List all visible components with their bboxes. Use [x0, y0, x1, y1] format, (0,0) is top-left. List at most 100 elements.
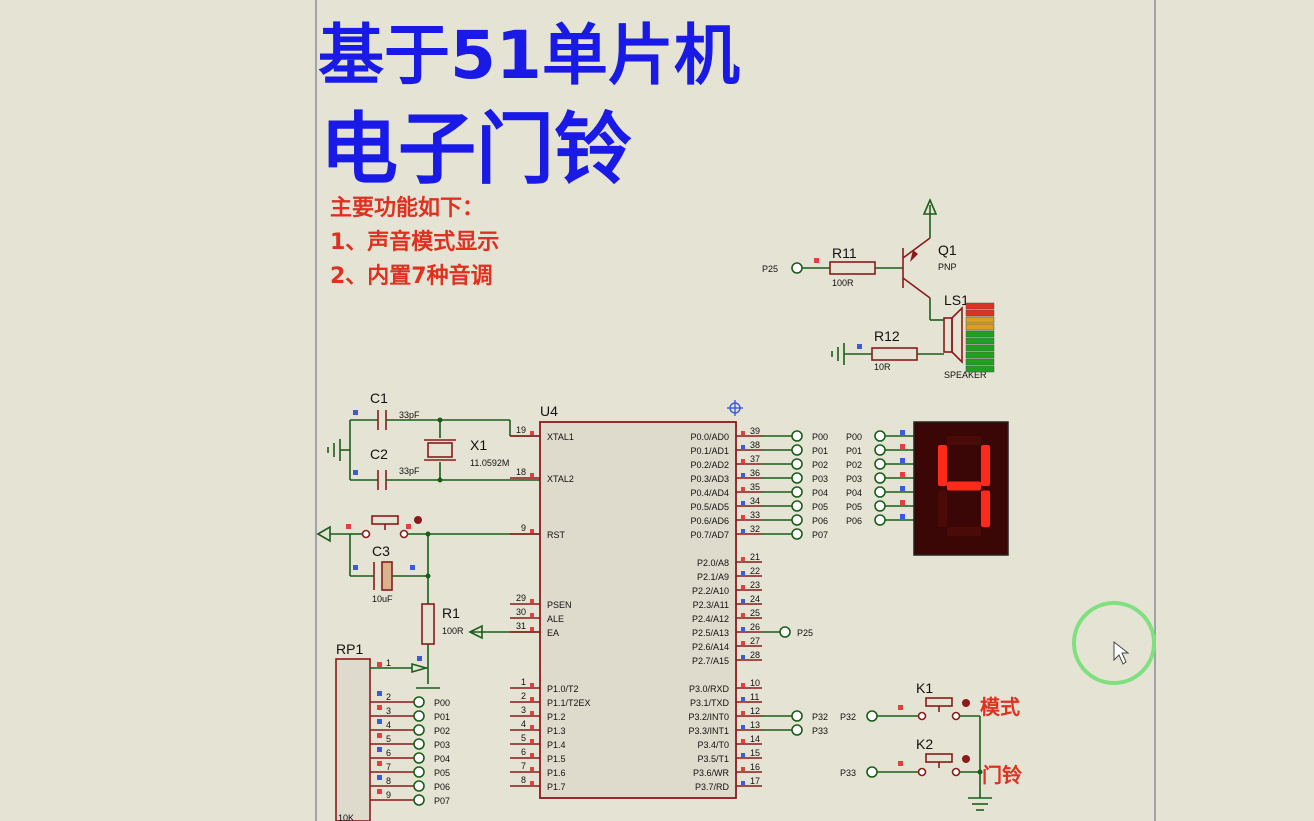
resistor-r12[interactable]: R12 10R — [871, 328, 918, 372]
p0-terminal[interactable]: P01 — [762, 444, 828, 456]
crystal-x1[interactable]: X1 11.0592M — [424, 437, 509, 468]
p0-terminal[interactable]: P07 — [762, 528, 828, 540]
segment-terminal[interactable]: P06 — [846, 514, 914, 526]
k1-p32-terminal[interactable]: P32 — [840, 710, 878, 722]
segment-terminal[interactable]: P05 — [846, 500, 914, 512]
resistor-r11[interactable]: R11 100R — [829, 245, 876, 288]
u4-pin-left[interactable]: 3P1.2 — [510, 705, 566, 722]
capacitor-c3[interactable]: C3 10uF — [372, 543, 393, 604]
capacitor-c1[interactable]: C1 33pF — [370, 390, 420, 430]
u4-pin-left[interactable]: 1P1.0/T2 — [510, 677, 579, 694]
resistor-pack-rp1[interactable]: RP1 10K — [335, 641, 371, 821]
segment-terminal[interactable]: P01 — [846, 444, 914, 456]
segment-terminal[interactable]: P02 — [846, 458, 914, 470]
k2-doorbell-button[interactable]: K2 — [916, 736, 970, 777]
k1-mode-button[interactable]: K1 — [916, 680, 970, 721]
segment-terminal[interactable]: P00 — [846, 430, 914, 442]
terminal-label: P05 — [434, 768, 450, 778]
rp1-pin-row[interactable]: 1 — [377, 658, 391, 668]
u4-pin-left[interactable]: 8P1.7 — [510, 775, 566, 792]
u4-pin-left[interactable]: 7P1.6 — [510, 761, 566, 778]
transistor-q1[interactable]: Q1 PNP — [902, 237, 957, 299]
p25-out-terminal[interactable]: P25 — [779, 626, 813, 638]
speaker-ls1[interactable]: LS1 SPEAKER — [943, 292, 987, 380]
p25-terminal[interactable]: P25 — [762, 262, 803, 274]
p0-terminal[interactable]: P06 — [762, 514, 828, 526]
u4-pin-left[interactable]: 5P1.4 — [510, 733, 566, 750]
svg-text:33pF: 33pF — [399, 410, 420, 420]
pin-name: XTAL1 — [547, 432, 574, 442]
seven-segment-display[interactable]: 4 — [913, 421, 1009, 568]
p0-terminal[interactable]: P02 — [762, 458, 828, 470]
p0-terminal[interactable]: P05 — [762, 500, 828, 512]
p33-out-terminal[interactable]: P33 — [791, 724, 828, 736]
u4-pin-left[interactable]: 2P1.1/T2EX — [510, 691, 591, 708]
pin-number: 2 — [386, 692, 391, 702]
k2-p33-terminal[interactable]: P33 — [840, 766, 878, 778]
pin-number: 28 — [750, 650, 760, 660]
svg-text:11.0592M: 11.0592M — [470, 458, 509, 468]
level-meter-bar — [965, 344, 995, 352]
p32-out-terminal[interactable]: P32 — [791, 710, 828, 722]
u4-move-handle-icon[interactable] — [727, 400, 743, 416]
capacitor-c2[interactable]: C2 33pF — [370, 446, 420, 490]
u4-pin-left[interactable]: 4P1.3 — [510, 719, 566, 736]
p0-terminal[interactable]: P04 — [762, 486, 828, 498]
pin-name: P2.0/A8 — [697, 558, 729, 568]
u4-pin-left[interactable]: 6P1.5 — [510, 747, 566, 764]
terminal-label: P03 — [434, 740, 450, 750]
pin-number: 15 — [750, 748, 760, 758]
svg-text:SPEAKER: SPEAKER — [944, 370, 987, 380]
resistor-r1[interactable]: R1 100R — [421, 603, 464, 645]
mcu-u4[interactable]: U4 — [539, 403, 737, 799]
pin-number: 2 — [521, 691, 526, 701]
p0-terminal[interactable]: P03 — [762, 472, 828, 484]
p0-terminal[interactable]: P00 — [762, 430, 828, 442]
terminal-label: P04 — [434, 754, 450, 764]
segment-terminal[interactable]: P04 — [846, 486, 914, 498]
reset-button[interactable] — [361, 515, 423, 539]
segment-terminal[interactable]: P03 — [846, 472, 914, 484]
